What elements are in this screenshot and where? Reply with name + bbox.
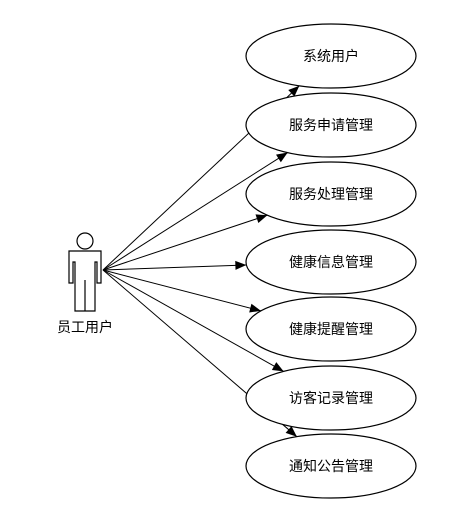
association-line	[102, 152, 288, 271]
use-case-visitor-record[interactable]: 访客记录管理	[245, 365, 417, 431]
arrowhead-icon	[288, 85, 300, 97]
use-case-service-processing[interactable]: 服务处理管理	[245, 161, 417, 227]
stick-figure-actor-icon	[68, 232, 102, 312]
use-case-service-request[interactable]: 服务申请管理	[245, 92, 417, 158]
arrowhead-icon	[255, 214, 268, 223]
association-line	[102, 269, 284, 372]
arrowhead-icon	[249, 303, 261, 313]
actor-label: 员工用户	[57, 319, 113, 336]
use-case-label: 健康信息管理	[289, 254, 373, 271]
use-case-label: 健康提醒管理	[289, 321, 373, 338]
actor: 员工用户	[57, 232, 113, 336]
arrowhead-icon	[276, 152, 288, 163]
association-line	[102, 269, 262, 312]
association-lines	[102, 85, 300, 438]
use-case-health-info[interactable]: 健康信息管理	[245, 229, 417, 295]
use-case-label: 系统用户	[303, 48, 359, 65]
use-case-notice[interactable]: 通知公告管理	[245, 433, 417, 499]
use-case-label: 访客记录管理	[289, 390, 373, 407]
association-line	[102, 214, 268, 271]
arrowhead-icon	[271, 362, 284, 372]
use-case-label: 服务申请管理	[289, 118, 373, 134]
use-case-system-user[interactable]: 系统用户	[245, 23, 417, 89]
use-case-health-reminder[interactable]: 健康提醒管理	[245, 296, 417, 362]
arrowhead-icon	[285, 426, 297, 437]
association-line	[102, 264, 247, 271]
use-case-label: 服务处理管理	[289, 187, 373, 203]
use-case-list: 系统用户 服务申请管理 服务处理管理 健康信息管理 健康提醒管理 访客记录管理 …	[245, 23, 417, 499]
arrowhead-icon	[235, 260, 247, 270]
use-case-label: 通知公告管理	[289, 458, 373, 475]
